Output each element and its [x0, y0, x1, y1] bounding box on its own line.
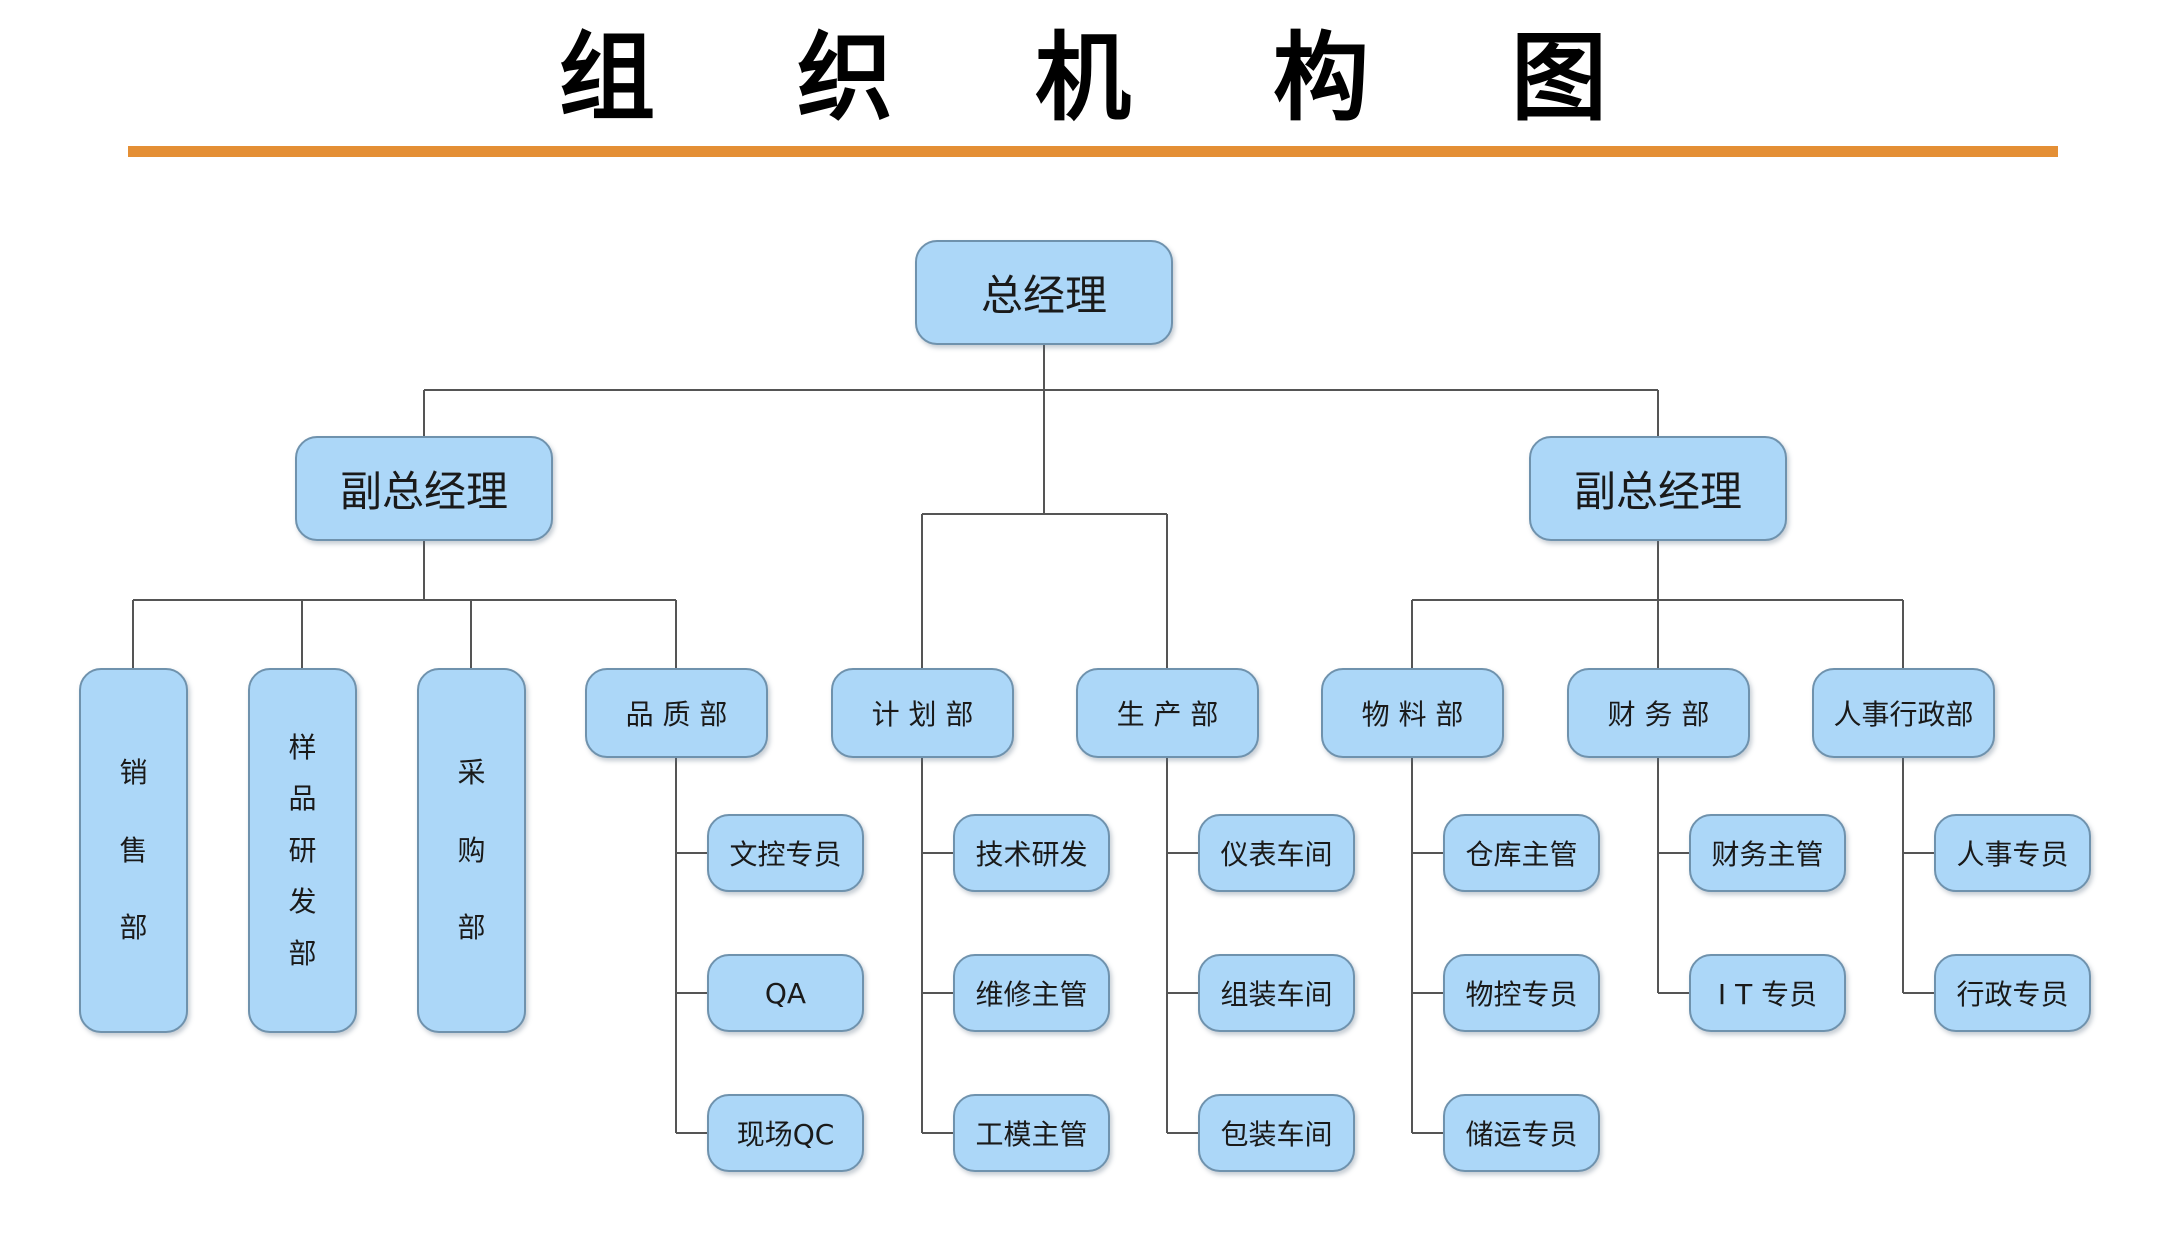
node-it-specialist: I T 专员 [1689, 954, 1846, 1032]
node-label: 维修主管 [975, 978, 1088, 1011]
node-label: 人事行政部 [1833, 698, 1974, 731]
node-sample-rd-dept: 样 品 研 发 部 [248, 668, 357, 1033]
node-label: QA [764, 976, 807, 1010]
node-label: 工模主管 [975, 1118, 1088, 1151]
node-document-control-specialist: 文控专员 [707, 814, 864, 892]
node-label-char: 部 [119, 910, 148, 944]
node-label-char: 采 [457, 756, 486, 790]
page-title: 组织机构图 [0, 18, 2166, 138]
node-material-control-specialist: 物控专员 [1443, 954, 1600, 1032]
title-char: 图 [1511, 21, 1607, 134]
node-label-char: 部 [457, 910, 486, 944]
node-label-char: 样 [288, 730, 317, 764]
node-hr-specialist: 人事专员 [1934, 814, 2091, 892]
title-char: 组 [559, 21, 655, 134]
node-maintenance-supervisor: 维修主管 [953, 954, 1110, 1032]
node-label: 人事专员 [1956, 838, 2069, 871]
node-general-manager: 总经理 [915, 240, 1173, 345]
node-label: 现场QC [736, 1118, 835, 1151]
node-label: 生 产 部 [1116, 698, 1219, 731]
node-label: 总经理 [980, 271, 1107, 320]
node-label-char: 部 [288, 936, 317, 970]
node-label-char: 售 [119, 833, 148, 867]
title-char: 织 [797, 21, 893, 134]
node-tooling-supervisor: 工模主管 [953, 1094, 1110, 1172]
node-deputy-general-manager-left: 副总经理 [295, 436, 553, 541]
node-label: 计 划 部 [871, 698, 974, 731]
node-label-char: 发 [288, 885, 317, 918]
node-finance-supervisor: 财务主管 [1689, 814, 1846, 892]
node-label: I T 专员 [1717, 978, 1818, 1011]
node-label: 物控专员 [1465, 978, 1578, 1011]
node-onsite-qc: 现场QC [707, 1094, 864, 1172]
node-tech-rd: 技术研发 [953, 814, 1110, 892]
node-label-char: 购 [457, 833, 486, 867]
title-char: 机 [1035, 21, 1131, 134]
node-label: 技术研发 [975, 838, 1088, 871]
node-planning-dept: 计 划 部 [831, 668, 1014, 758]
node-label: 副总经理 [339, 467, 508, 516]
node-finance-dept: 财 务 部 [1567, 668, 1750, 758]
node-logistics-specialist: 储运专员 [1443, 1094, 1600, 1172]
node-label-char: 销 [119, 756, 148, 790]
node-qa: QA [707, 954, 864, 1032]
node-hr-admin-dept: 人事行政部 [1812, 668, 1995, 758]
node-production-dept: 生 产 部 [1076, 668, 1259, 758]
node-label: 行政专员 [1956, 978, 2069, 1011]
node-instrument-workshop: 仪表车间 [1198, 814, 1355, 892]
node-assembly-workshop: 组装车间 [1198, 954, 1355, 1032]
node-label: 财 务 部 [1607, 698, 1710, 731]
node-purchasing-dept: 采 购 部 [417, 668, 526, 1033]
node-label: 文控专员 [729, 838, 842, 871]
node-label: 包装车间 [1220, 1118, 1333, 1151]
node-label: 仓库主管 [1465, 838, 1578, 871]
node-label: 储运专员 [1465, 1118, 1578, 1151]
node-label: 组装车间 [1220, 978, 1333, 1011]
node-label: 物 料 部 [1361, 698, 1464, 731]
node-quality-dept: 品 质 部 [585, 668, 768, 758]
node-label-char: 品 [288, 782, 317, 815]
node-label: 仪表车间 [1220, 838, 1333, 871]
title-char: 构 [1273, 21, 1369, 134]
node-label: 副总经理 [1573, 467, 1742, 516]
node-sales-dept: 销 售 部 [79, 668, 188, 1033]
node-packaging-workshop: 包装车间 [1198, 1094, 1355, 1172]
title-underline [128, 146, 2058, 157]
node-label: 品 质 部 [625, 698, 728, 731]
node-materials-dept: 物 料 部 [1321, 668, 1504, 758]
node-warehouse-supervisor: 仓库主管 [1443, 814, 1600, 892]
node-label: 财务主管 [1711, 838, 1824, 871]
node-deputy-general-manager-right: 副总经理 [1529, 436, 1787, 541]
node-label-char: 研 [288, 833, 317, 867]
node-admin-specialist: 行政专员 [1934, 954, 2091, 1032]
